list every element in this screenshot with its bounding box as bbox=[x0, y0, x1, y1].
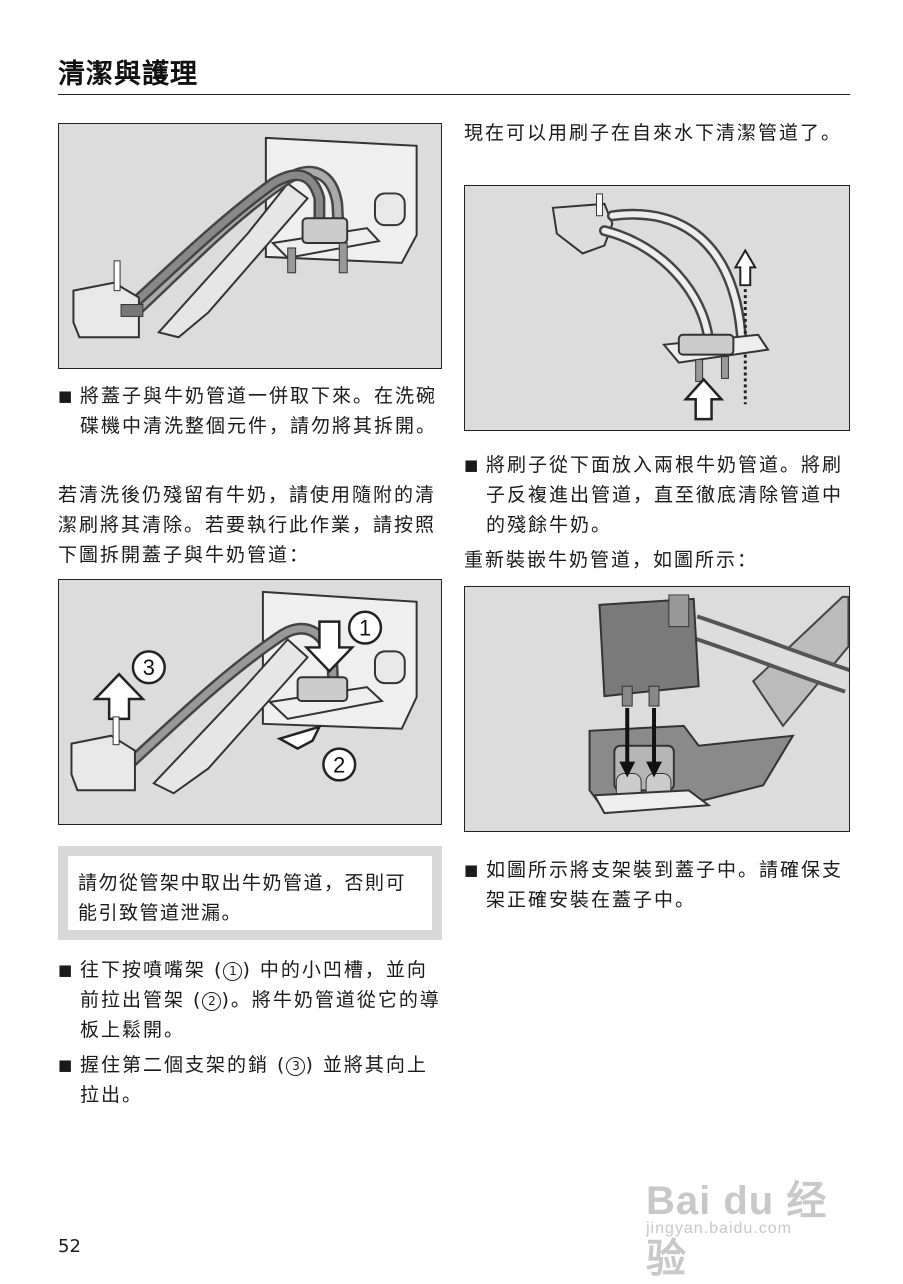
illustration-brush bbox=[551, 193, 770, 421]
illustration-lid-tubes bbox=[72, 136, 418, 339]
bullet-marker: ■ bbox=[464, 456, 481, 474]
page-number: 52 bbox=[58, 1236, 81, 1257]
bullet-text: 將刷子從下面放入兩根牛奶管道。將刷子反複進出管道，直至徹底清除管道中的殘餘牛奶。 bbox=[486, 454, 844, 536]
baidu-watermark: Bai du 经验 jingyan.baidu.com bbox=[640, 1160, 855, 1281]
bullet-text-part: )。將牛奶管道從它的導板上鬆開。 bbox=[80, 989, 441, 1041]
title-divider bbox=[58, 94, 850, 95]
page-title: 清潔與護理 bbox=[58, 59, 198, 90]
bullet-marker: ■ bbox=[58, 1056, 75, 1074]
illustration-reassemble bbox=[588, 594, 849, 815]
bullet-marker: ■ bbox=[58, 387, 75, 405]
watermark-logo-text: Bai du 经验 bbox=[646, 1179, 828, 1281]
figure-brush-cleaning bbox=[464, 185, 850, 431]
step-2-label: 2 bbox=[333, 752, 345, 777]
bullet-insert-brush: ■ 將刷子從下面放入兩根牛奶管道。將刷子反複進出管道，直至徹底清除管道中的殘餘牛… bbox=[464, 450, 852, 540]
paragraph-brush-instructions: 若清洗後仍殘留有牛奶，請使用隨附的清潔刷將其清除。若要執行此作業，請按照下圖拆開… bbox=[58, 484, 437, 566]
bullet-text-part: ) 中的小凹槽，並向前拉出管架 ( bbox=[80, 959, 428, 1011]
illustration-disassemble: 1 2 3 bbox=[70, 590, 418, 795]
bullet-text: 將蓋子與牛奶管道一併取下來。在洗碗碟機中清洗整個元件，請勿將其拆開。 bbox=[80, 385, 438, 437]
bullet-marker: ■ bbox=[58, 961, 75, 979]
step-1-label: 1 bbox=[359, 616, 371, 641]
circled-number-1: 1 bbox=[223, 962, 243, 981]
bullet-text-part: 握住第二個支架的銷 ( bbox=[80, 1054, 287, 1076]
circled-number-3: 3 bbox=[286, 1057, 306, 1076]
paragraph-reassemble: 重新裝嵌牛奶管道，如圖所示： bbox=[464, 549, 759, 571]
paragraph-rinse-under-tap: 現在可以用刷子在自來水下清潔管道了。 bbox=[464, 122, 843, 144]
step-3-label: 3 bbox=[143, 655, 155, 680]
bullet-text: 如圖所示將支架裝到蓋子中。請確保支架正確安裝在蓋子中。 bbox=[486, 859, 844, 911]
bullet-marker: ■ bbox=[464, 861, 481, 879]
circled-number-2: 2 bbox=[202, 992, 222, 1011]
notice-text: 請勿從管架中取出牛奶管道，否則可能引致管道泄漏。 bbox=[68, 856, 432, 930]
figure-remove-lid-with-tubes bbox=[58, 123, 442, 369]
bullet-text-part: 往下按噴嘴架 ( bbox=[80, 959, 224, 981]
bullet-fit-holder: ■ 如圖所示將支架裝到蓋子中。請確保支架正確安裝在蓋子中。 bbox=[464, 855, 852, 915]
bullet-text-part: ) 並將其向上拉出。 bbox=[80, 1054, 428, 1106]
warning-notice-box: 請勿從管架中取出牛奶管道，否則可能引致管道泄漏。 bbox=[58, 846, 442, 940]
figure-reassemble bbox=[464, 586, 850, 832]
figure-disassemble-steps: 1 2 3 bbox=[58, 579, 442, 825]
watermark-url: jingyan.baidu.com bbox=[646, 1220, 792, 1237]
bullet-pull-pin: ■ 握住第二個支架的銷 (3) 並將其向上拉出。 bbox=[58, 1050, 442, 1110]
bullet-remove-lid: ■ 將蓋子與牛奶管道一併取下來。在洗碗碟機中清洗整個元件，請勿將其拆開。 bbox=[58, 381, 442, 441]
bullet-press-nozzle: ■ 往下按噴嘴架 (1) 中的小凹槽，並向前拉出管架 (2)。將牛奶管道從它的導… bbox=[58, 955, 442, 1045]
